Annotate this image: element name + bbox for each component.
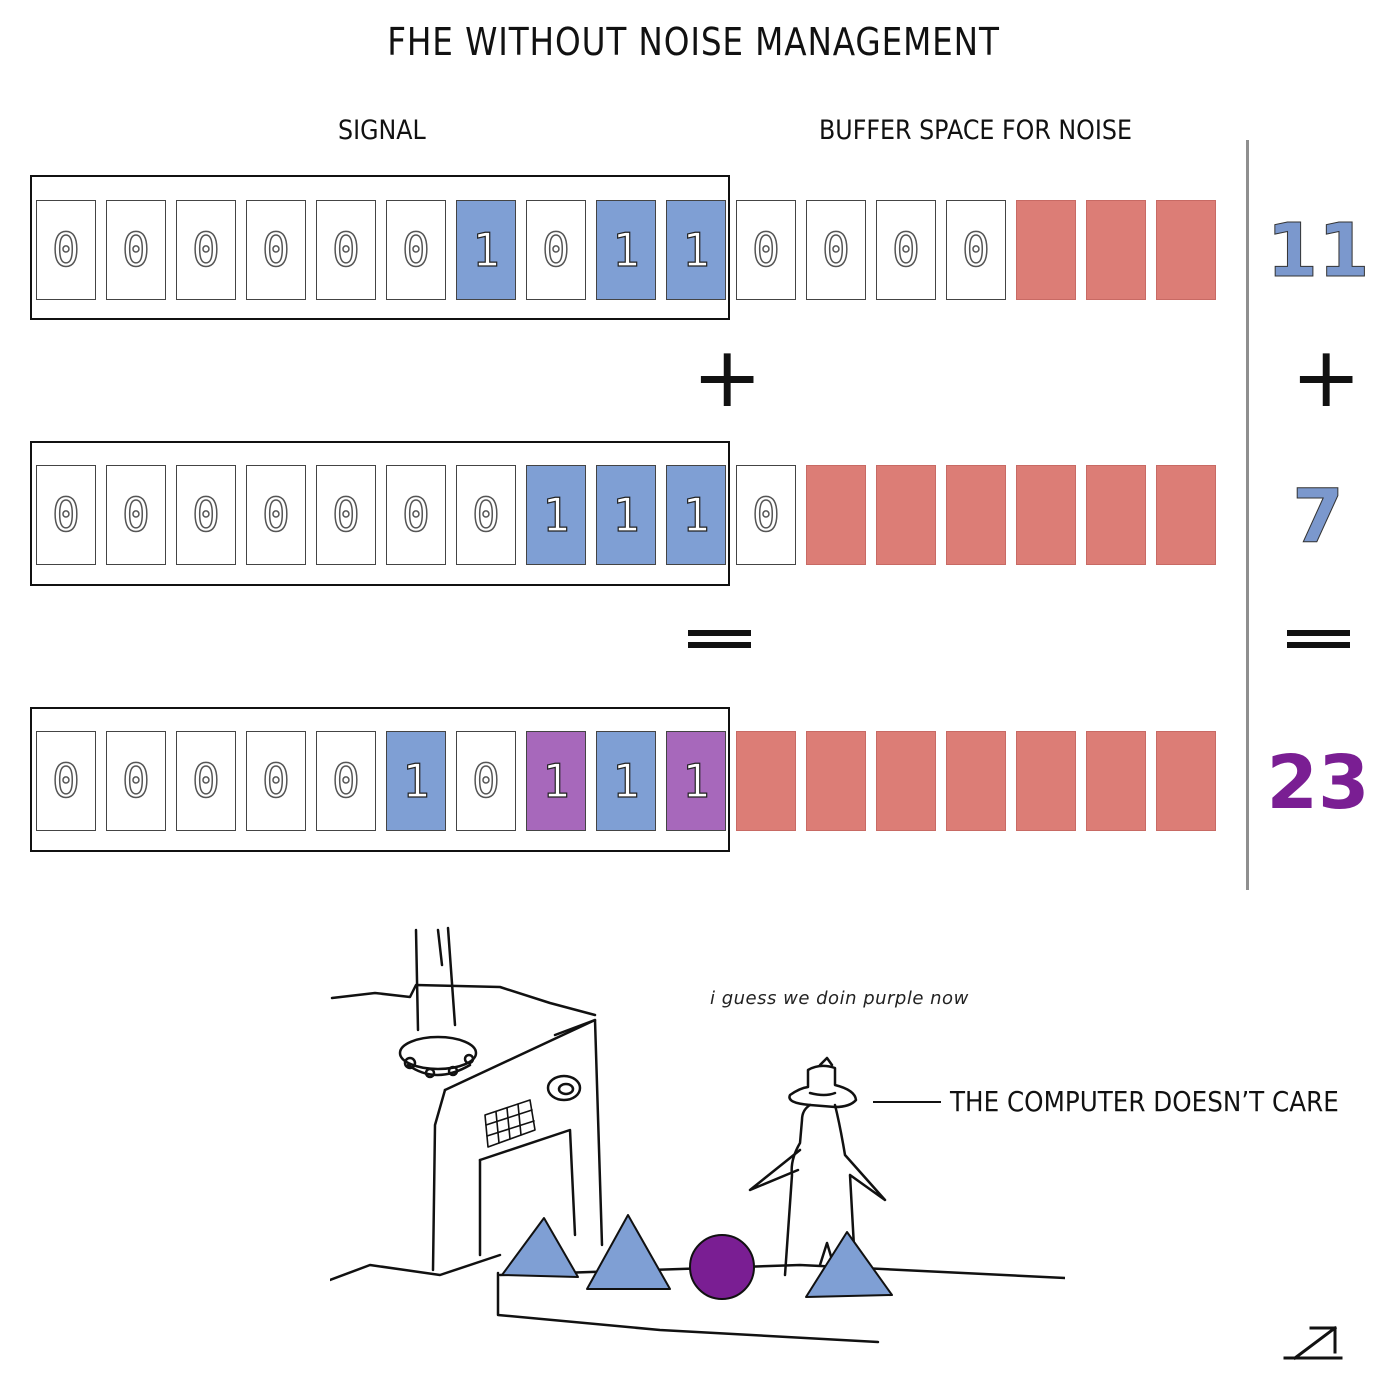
bit-cell: 0 (316, 465, 376, 565)
noise-cell (1156, 200, 1216, 300)
bit-cell: 0 (176, 465, 236, 565)
number-twenty-three: 23 (1266, 740, 1370, 826)
bit-cell: 0 (876, 200, 936, 300)
bit-cell: 0 (36, 731, 96, 831)
equals-operator-right (1287, 630, 1350, 648)
bit-cell: 0 (386, 465, 446, 565)
computer-sketch-illustration (330, 926, 1065, 1344)
noise-cell (806, 731, 866, 831)
bit-cell: 0 (246, 465, 306, 565)
bit-cell: 1 (526, 731, 586, 831)
bit-cell: 0 (36, 200, 96, 300)
bit-cell: 1 (666, 200, 726, 300)
bit-cell: 1 (666, 731, 726, 831)
noise-cell (736, 731, 796, 831)
plus-operator-left: + (692, 328, 763, 426)
bit-cell: 1 (386, 731, 446, 831)
signal-frame-row1 (30, 175, 730, 320)
noise-cell (806, 465, 866, 565)
bit-cell: 0 (736, 465, 796, 565)
bit-cell: 0 (176, 731, 236, 831)
buffer-label: BUFFER SPACE FOR NOISE (819, 115, 1132, 146)
bit-cell: 1 (666, 465, 726, 565)
bit-cell: 1 (596, 731, 656, 831)
noise-cell (1086, 200, 1146, 300)
bit-cell: 0 (806, 200, 866, 300)
noise-cell (1156, 465, 1216, 565)
bit-cell: 0 (526, 200, 586, 300)
bit-cell: 0 (106, 731, 166, 831)
bit-cell: 0 (36, 465, 96, 565)
bit-cell: 0 (246, 200, 306, 300)
bit-cell: 0 (736, 200, 796, 300)
bit-cell: 0 (946, 200, 1006, 300)
bit-cell: 0 (456, 731, 516, 831)
callout-line (873, 1101, 941, 1103)
page-title: FHE WITHOUT NOISE MANAGEMENT (387, 20, 1000, 64)
plus-operator-right: + (1291, 328, 1362, 426)
bit-cell: 1 (526, 465, 586, 565)
equals-operator-left (688, 630, 751, 648)
bit-cell: 0 (316, 731, 376, 831)
divider-line (1246, 140, 1249, 890)
noise-cell (1086, 465, 1146, 565)
noise-cell (946, 465, 1006, 565)
bit-cell: 0 (386, 200, 446, 300)
bit-cell: 0 (106, 200, 166, 300)
signal-label: SIGNAL (338, 115, 426, 146)
number-seven: 7 (1292, 474, 1345, 561)
signal-frame-row2 (30, 441, 730, 586)
bit-cell: 1 (596, 200, 656, 300)
callout-text: THE COMPUTER DOESN’T CARE (950, 1085, 1339, 1118)
noise-cell (1086, 731, 1146, 831)
bit-cell: 0 (176, 200, 236, 300)
number-eleven: 11 (1266, 208, 1370, 295)
bit-cell: 0 (456, 465, 516, 565)
noise-cell (1016, 731, 1076, 831)
signal-frame-row3 (30, 707, 730, 852)
comic-caption: i guess we doin purple now (710, 988, 969, 1009)
noise-cell (876, 731, 936, 831)
arrow-logo-icon (1283, 1325, 1343, 1361)
noise-cell (876, 465, 936, 565)
noise-cell (1016, 465, 1076, 565)
bit-cell: 1 (596, 465, 656, 565)
noise-cell (1016, 200, 1076, 300)
bit-cell: 1 (456, 200, 516, 300)
noise-cell (1156, 731, 1216, 831)
noise-cell (946, 731, 1006, 831)
bit-cell: 0 (106, 465, 166, 565)
bit-cell: 0 (316, 200, 376, 300)
bit-cell: 0 (246, 731, 306, 831)
